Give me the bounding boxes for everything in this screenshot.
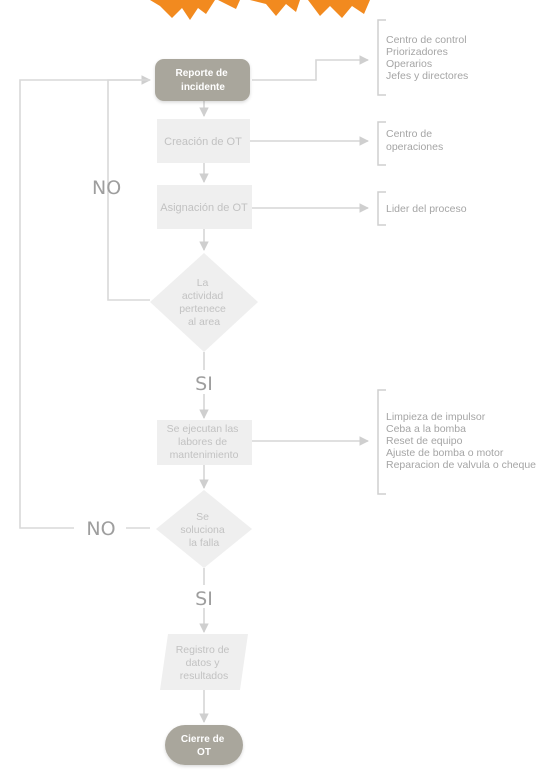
node-creacion-line1: Creación de OT	[164, 136, 242, 148]
bracket-reporte	[377, 19, 386, 96]
label-si-2: SI	[195, 588, 213, 610]
note-reporte-line4: Jefes y directores	[386, 70, 468, 82]
note-labores-line5: Reparacion de valvula o cheque	[386, 459, 536, 471]
bracket-labores	[377, 389, 386, 495]
decision2-line1: Se	[196, 511, 209, 523]
node-reporte-line2: incidente	[181, 82, 225, 93]
note-asignacion-line1: Lider del proceso	[386, 203, 467, 215]
label-si-2-bg	[188, 586, 220, 608]
note-labores-line1: Limpieza de impulsor	[386, 411, 486, 423]
label-no-bottom-bg	[76, 518, 124, 540]
node-reporte-label: Reporte de incidente	[175, 68, 230, 93]
decision2-line2: soluciona	[180, 524, 225, 536]
note-asignacion: Lider del proceso	[386, 203, 467, 215]
note-labores-line2: Ceba a la bomba	[386, 423, 466, 435]
note-reporte-line1: Centro de control	[386, 34, 467, 46]
node-reporte-line1: Reporte de	[175, 68, 228, 79]
note-reporte-line2: Priorizadores	[386, 46, 448, 58]
decision-soluciona-label: Se soluciona la falla	[180, 511, 227, 549]
bracket-asignacion	[377, 191, 386, 226]
label-si-1: SI	[195, 373, 213, 395]
node-labores-label: Se ejecutan las labores de mantenimiento	[167, 423, 242, 461]
node-registro-line1: Registro de	[176, 644, 230, 656]
note-reporte: Centro de control Priorizadores Operario…	[386, 34, 469, 82]
connector-reporte-note	[252, 55, 369, 81]
note-labores-line4: Ajuste de bomba o motor	[386, 447, 504, 459]
label-si-1-bg	[188, 371, 220, 393]
decision1-line4: al area	[188, 316, 220, 328]
note-labores-line3: Reset de equipo	[386, 435, 463, 447]
node-labores-line1: Se ejecutan las	[167, 423, 239, 435]
node-registro-label: Registro de datos y resultados	[176, 644, 233, 682]
note-creacion-line2: operaciones	[386, 141, 443, 153]
node-asignacion-label: Asignación de OT	[160, 202, 248, 214]
bracket-creacion	[377, 121, 386, 166]
decision1-line3: pertenece	[179, 303, 226, 315]
node-cierre-line2: OT	[197, 747, 211, 758]
decision2-line3: la falla	[189, 537, 220, 549]
note-labores: Limpieza de impulsor Ceba a la bomba Res…	[386, 411, 536, 471]
node-labores-line2: labores de	[178, 436, 227, 448]
note-creacion: Centro de operaciones	[386, 128, 443, 153]
node-cierre-label: Cierre de OT	[181, 734, 227, 758]
decision-soluciona-falla[interactable]	[156, 490, 252, 568]
node-cierre-line1: Cierre de	[181, 734, 225, 745]
node-creacion-ot[interactable]	[157, 119, 250, 163]
node-registro-line3: resultados	[180, 670, 228, 682]
loop-no-bottom-outer	[19, 79, 150, 529]
decision-pertenece-label: La actividad pertenece al area	[179, 277, 229, 328]
label-no-top: NO	[92, 177, 121, 199]
decision-pertenece-area[interactable]	[150, 253, 258, 352]
node-asignacion-line1: Asignación de OT	[160, 202, 248, 214]
node-reporte-incidente[interactable]	[155, 59, 250, 101]
node-registro-datos[interactable]	[160, 634, 248, 690]
decision1-line2: actividad	[182, 290, 224, 302]
label-no-bottom: NO	[86, 518, 115, 540]
node-labores-line3: mantenimiento	[170, 449, 239, 461]
node-registro-line2: datos y	[186, 657, 221, 669]
node-asignacion-ot[interactable]	[157, 185, 252, 229]
node-cierre-ot[interactable]	[165, 725, 243, 765]
node-creacion-label: Creación de OT	[164, 136, 242, 148]
decision1-line1: La	[197, 277, 209, 289]
note-reporte-line3: Operarios	[386, 58, 432, 70]
node-labores-mantenimiento[interactable]	[157, 420, 252, 465]
note-creacion-line1: Centro de	[386, 128, 432, 140]
flame-logo-icon	[150, 0, 370, 20]
